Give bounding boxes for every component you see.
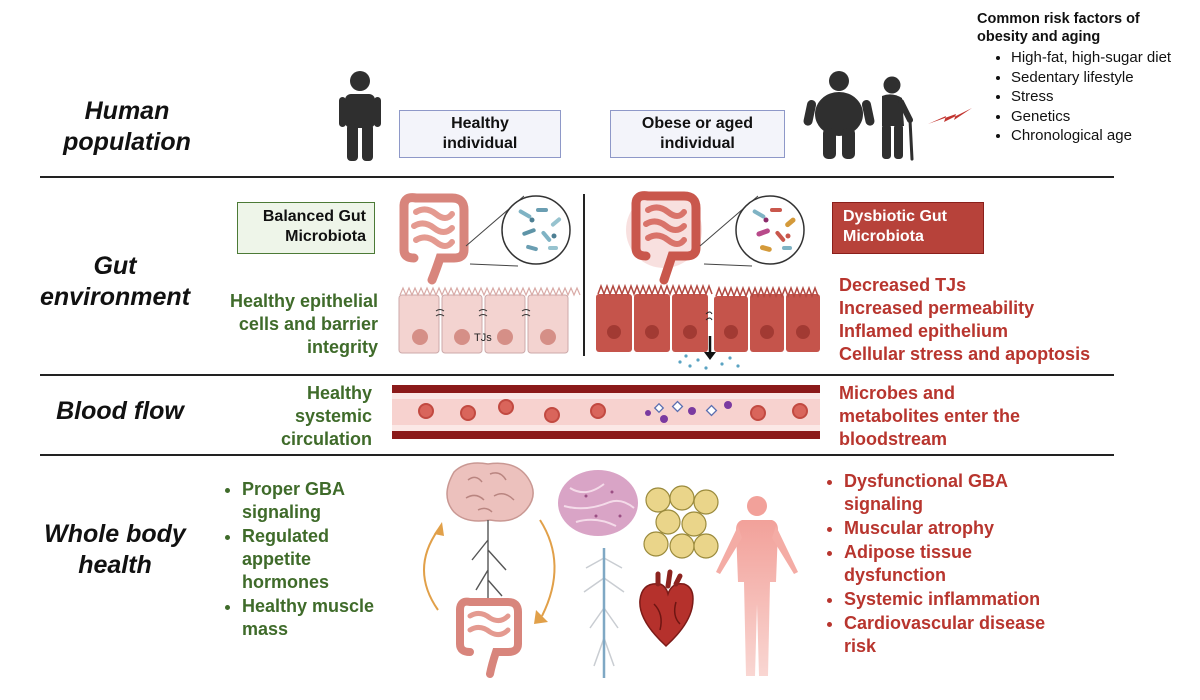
obese-aged-individual-box: Obese or aged individual [610,110,785,158]
dysbiotic-gut-microbiota-box: Dysbiotic Gut Microbiota [832,202,984,254]
risk-factor-item: Sedentary lifestyle [1011,68,1192,88]
gut-effect-item: Inflamed epithelium [839,321,1009,341]
risk-factors-panel: Common risk factors of obesity and aging… [977,10,1192,146]
healthy-person-icon [339,71,381,161]
row-divider-3 [40,454,1114,456]
inflamed-intestine-icon [626,191,702,285]
gut-center-divider [583,194,585,356]
healthy-outcome-item: Proper GBA signaling [242,478,398,524]
row-divider-2 [40,374,1114,376]
risk-factor-item: Genetics [1011,107,1192,127]
dysfunction-outcomes-list: Dysfunctional GBA signaling Muscular atr… [820,470,1070,659]
gut-dysbiosis-effects: Decreased TJs Increased permeability Inf… [839,274,1090,366]
gut-effect-item: Decreased TJs [839,275,967,295]
risk-factor-item: Chronological age [1011,126,1192,146]
risk-factor-item: Stress [1011,87,1192,107]
dysfunction-outcome-item: Adipose tissue dysfunction [844,541,1070,587]
healthy-epithelium-icon [398,286,581,354]
healthy-circulation-text: Healthy systemic circulation [280,383,372,449]
dysfunction-outcome-item: Cardiovascular disease risk [844,612,1070,658]
blood-vessel-icon [392,385,820,439]
healthy-individual-box: Healthy individual [399,110,561,158]
nervous-system-icon [583,548,625,678]
muscle-tissue-icon [558,470,638,536]
healthy-outcome-item: Healthy muscle mass [242,595,398,641]
microbes-enter-bloodstream-text: Microbes and metabolites enter the blood… [839,383,1021,449]
healthy-intestine-icon [399,193,469,285]
adipose-tissue-icon [643,485,719,559]
gut-effect-item: Increased permeability [839,298,1035,318]
gut-brain-axis-icon [423,462,556,678]
row-label-human-population: Human population [63,97,191,156]
heart-icon [639,569,694,648]
tjs-label: TJs [474,332,492,344]
balanced-microbiota-zoom-icon [465,195,571,267]
healthy-outcomes-list: Proper GBA signaling Regulated appetite … [218,478,398,642]
lightning-icon [928,108,972,124]
row-label-blood-flow: Blood flow [56,397,184,425]
row-label-whole-body-health: Whole body health [44,520,186,579]
inflamed-epithelium-icon [596,283,820,370]
risk-factors-list: High-fat, high-sugar diet Sedentary life… [977,48,1192,146]
dysfunction-outcome-item: Systemic inflammation [844,588,1070,611]
healthy-epithelial-text: Healthy epithelial cells and barrier int… [229,291,378,357]
human-body-icon [716,496,798,676]
dysbiotic-microbiota-zoom-icon [699,195,805,267]
dysfunction-outcome-item: Muscular atrophy [844,517,1070,540]
obese-person-icon [803,71,875,159]
risk-factor-item: High-fat, high-sugar diet [1011,48,1192,68]
elderly-person-icon [882,76,914,161]
row-label-gut-environment: Gut environment [40,252,191,311]
balanced-gut-microbiota-box: Balanced Gut Microbiota [237,202,375,254]
row-divider-1 [40,176,1114,178]
healthy-outcome-item: Regulated appetite hormones [242,525,398,594]
gut-effect-item: Cellular stress and apoptosis [839,344,1091,364]
dysfunction-outcome-item: Dysfunctional GBA signaling [844,470,1070,516]
risk-factors-title: Common risk factors of obesity and aging [977,11,1140,45]
